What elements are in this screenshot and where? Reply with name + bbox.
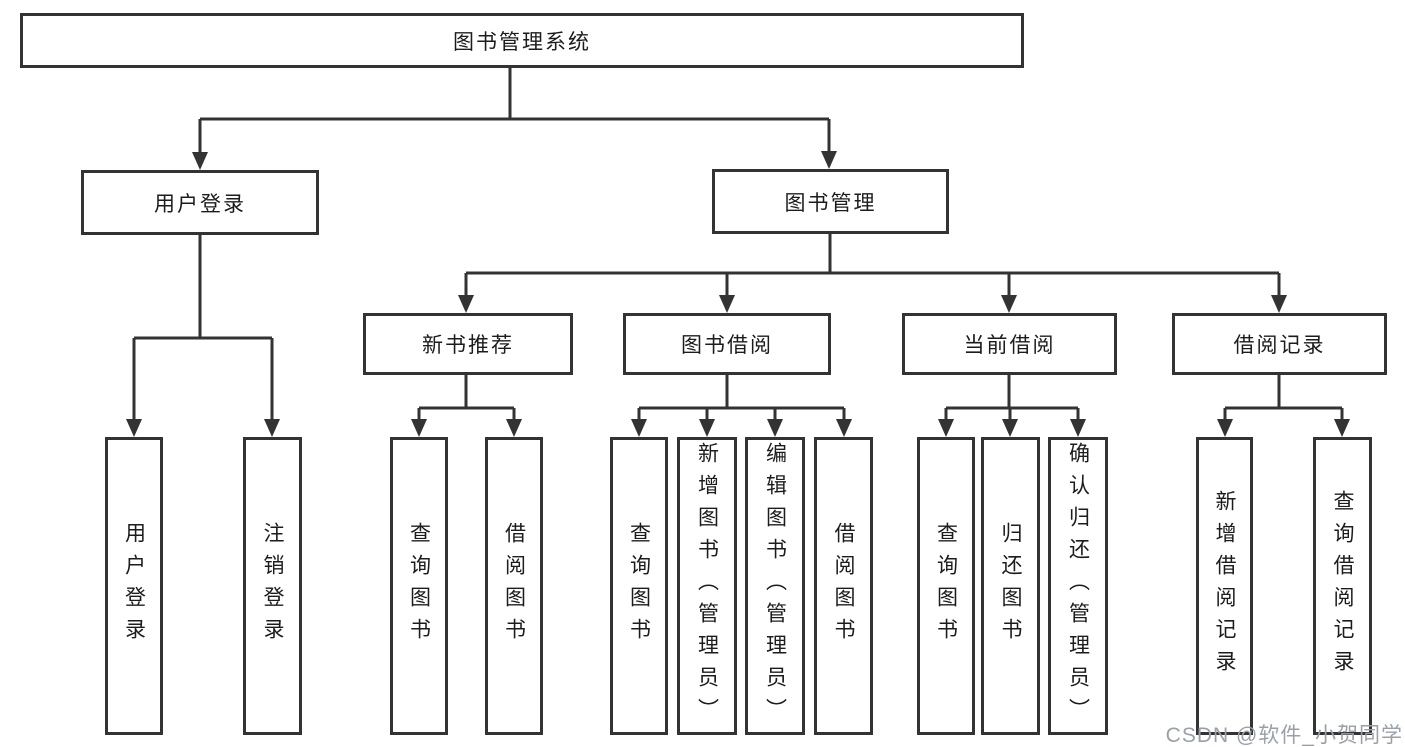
node-current-borrow: 当前借阅 xyxy=(902,313,1117,375)
arrowhead-records-query xyxy=(1334,419,1350,437)
node-label: 图书管理 xyxy=(784,191,877,215)
node-label: 借阅记录 xyxy=(1233,334,1326,357)
leaf-label: 新增借阅记录 xyxy=(1213,490,1236,682)
node-borrow-records: 借阅记录 xyxy=(1172,313,1387,375)
node-label: 图书借阅 xyxy=(681,334,773,357)
leaf-label: 借阅图书 xyxy=(832,522,855,650)
arrowhead-current-confirm xyxy=(1070,419,1086,437)
leaf-label: 用户登录 xyxy=(122,522,146,650)
leaf-recommend-query-books: 查询图书 xyxy=(390,437,448,735)
leaf-user-login: 用户登录 xyxy=(105,437,163,735)
arrowhead-borrow-query xyxy=(631,419,647,437)
node-user-login: 用户登录 xyxy=(81,170,319,235)
node-label: 图书管理系统 xyxy=(453,30,591,54)
arrowhead-leaf-logout xyxy=(264,419,280,437)
arrowhead-current-borrow xyxy=(1001,295,1017,313)
arrowhead-current-query xyxy=(938,419,954,437)
node-label: 新书推荐 xyxy=(422,334,514,357)
leaf-records-query-borrow-record: 查询借阅记录 xyxy=(1313,437,1372,735)
leaf-label: 查询图书 xyxy=(934,522,958,650)
arrowhead-borrow-edit xyxy=(767,419,783,437)
leaf-current-query-books: 查询图书 xyxy=(917,437,975,735)
leaf-borrow-edit-books-admin: 编辑图书（管理员） xyxy=(745,437,805,735)
leaf-label: 归还图书 xyxy=(999,522,1022,650)
connector-book-borrow-children xyxy=(631,375,852,437)
leaf-records-add-borrow-record: 新增借阅记录 xyxy=(1196,437,1253,735)
connector-recommend-children xyxy=(411,375,522,437)
leaf-current-return-books: 归还图书 xyxy=(981,437,1040,735)
node-label: 用户登录 xyxy=(154,192,246,216)
leaf-label: 查询图书 xyxy=(407,522,431,650)
leaf-label: 确认归还（管理员） xyxy=(1066,442,1090,730)
leaf-label: 编辑图书（管理员） xyxy=(763,442,787,730)
arrowhead-current-return xyxy=(1002,419,1018,437)
node-new-book-recommend: 新书推荐 xyxy=(363,313,573,375)
connector-user-login-children xyxy=(126,235,280,437)
arrowhead-recommend-borrow xyxy=(506,419,522,437)
arrowhead-user-login xyxy=(192,152,208,170)
node-book-management: 图书管理 xyxy=(712,169,949,234)
leaf-label: 新增图书（管理员） xyxy=(695,442,719,730)
arrowhead-borrow-records xyxy=(1271,295,1287,313)
connector-current-borrow-children xyxy=(938,375,1086,437)
node-label: 当前借阅 xyxy=(963,334,1056,357)
leaf-label: 借阅图书 xyxy=(502,522,526,650)
leaf-label: 查询借阅记录 xyxy=(1331,490,1354,682)
node-book-borrow: 图书借阅 xyxy=(623,313,831,375)
csdn-watermark: CSDN @软件_小贺同学 xyxy=(1165,724,1403,747)
leaf-label: 注销登录 xyxy=(261,522,284,650)
leaf-recommend-borrow-books: 借阅图书 xyxy=(485,437,543,735)
leaf-borrow-add-books-admin: 新增图书（管理员） xyxy=(677,437,737,735)
leaf-logout: 注销登录 xyxy=(243,437,302,735)
leaf-borrow-query-books: 查询图书 xyxy=(610,437,668,735)
arrowhead-leaf-user-login xyxy=(126,419,142,437)
leaf-current-confirm-return-admin: 确认归还（管理员） xyxy=(1048,437,1108,735)
arrowhead-book-management xyxy=(821,151,837,169)
connector-borrow-records-children xyxy=(1217,375,1350,437)
arrowhead-new-book-recommend xyxy=(458,295,474,313)
arrowhead-borrow-borrow xyxy=(836,419,852,437)
leaf-borrow-borrow-books: 借阅图书 xyxy=(814,437,873,735)
arrowhead-book-borrow xyxy=(719,295,735,313)
arrowhead-recommend-query xyxy=(411,419,427,437)
arrowhead-records-add xyxy=(1217,419,1233,437)
connector-root-to-level2 xyxy=(192,68,837,170)
node-book-management-system: 图书管理系统 xyxy=(20,13,1024,68)
leaf-label: 查询图书 xyxy=(627,522,651,650)
connector-book-management-to-level3 xyxy=(458,234,1287,313)
arrowhead-borrow-add xyxy=(699,419,715,437)
